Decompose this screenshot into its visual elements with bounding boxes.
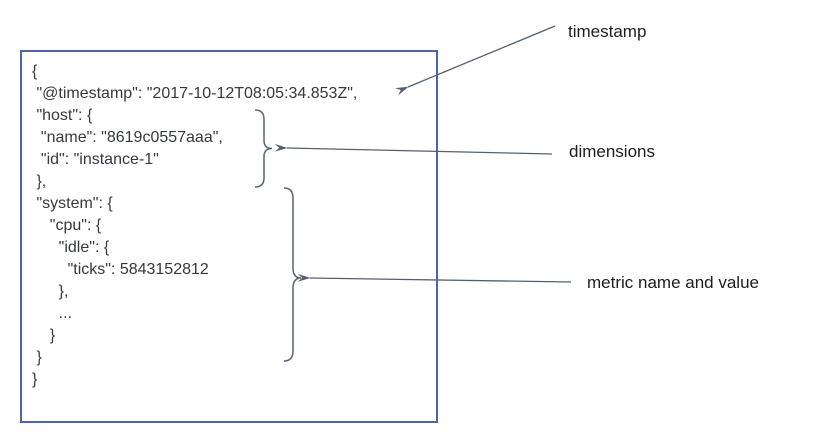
code-line-cpu-open: "cpu": { [32, 217, 102, 234]
code-line-ticks: "ticks": 5843152812 [32, 261, 209, 278]
dimensions-label: dimensions [569, 142, 655, 161]
code-line: { [32, 63, 38, 80]
code-line-timestamp: "@timestamp": "2017-10-12T08:05:34.853Z"… [32, 85, 358, 102]
timestamp-label: timestamp [568, 22, 647, 41]
code-line-idle-open: "idle": { [32, 239, 110, 256]
code-line-ellipsis: ... [32, 305, 73, 322]
code-line-host-id: "id": "instance-1" [32, 151, 159, 168]
code-line-root-close: } [32, 371, 38, 388]
code-line-host-close: }, [32, 173, 47, 190]
code-line-system-close: } [32, 349, 42, 366]
code-line-system-open: "system": { [32, 195, 113, 212]
metric-document-box: { "@timestamp": "2017-10-12T08:05:34.853… [20, 50, 438, 423]
code-line-idle-close: }, [32, 283, 69, 300]
metric-name-value-label: metric name and value [587, 273, 759, 292]
code-line-host-name: "name": "8619c0557aaa", [32, 129, 223, 146]
code-line-cpu-close: } [32, 327, 56, 344]
code-line-host-open: "host": { [32, 107, 93, 124]
